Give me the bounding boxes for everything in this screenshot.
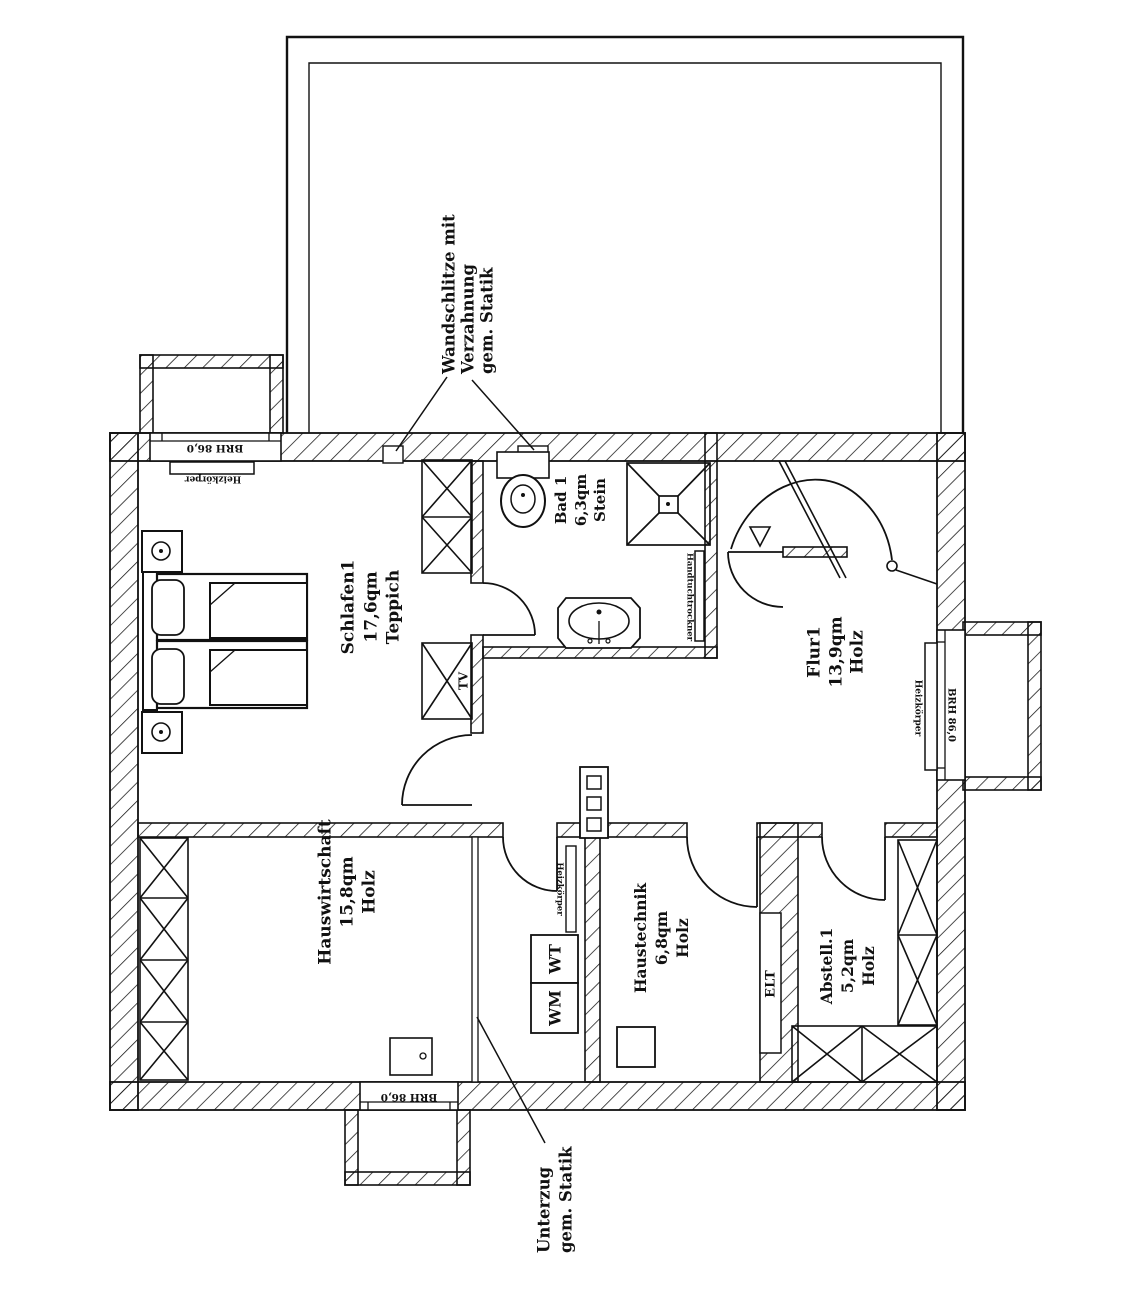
toilet (500, 474, 546, 528)
light-well-right (962, 621, 1042, 791)
hw-fixture (389, 1037, 433, 1076)
room-label-haustechnik-floor: Holz (673, 918, 692, 958)
door-hauswirtschaft (502, 836, 558, 892)
stairs (730, 460, 938, 585)
chimney (579, 766, 609, 839)
window-hauswirtschaft (359, 1081, 459, 1111)
wt-label: WT (546, 944, 565, 975)
blanket (209, 649, 308, 706)
radiator-niche (565, 845, 577, 933)
window-flur (936, 629, 966, 781)
annotation-leaders (395, 376, 546, 1144)
door-haustechnik (686, 836, 758, 908)
room-label-bad1-floor: Stein (591, 478, 609, 522)
room-label-hauswirtschaft-name: Hauswirtschaft (316, 819, 336, 965)
room-label-abstell1-area: 5,2qm (838, 938, 857, 993)
room-label-hauswirtschaft-area: 15,8qm (338, 856, 358, 927)
room-label-abstell1-floor: Holz (859, 946, 878, 986)
utility-fixtures (139, 642, 938, 1083)
room-label-flur1-name: Flur1 (805, 626, 825, 678)
radiator-flur (924, 642, 938, 771)
room-label-schlafen1-area: 17,6qm (362, 571, 382, 642)
window-sill-label-bottom: BRH 86,0 (381, 1091, 438, 1103)
equipment-box (616, 1026, 656, 1068)
light-well-top-left (139, 354, 284, 434)
annotation-wandschlitze-line1: Wandschlitze mit (440, 214, 459, 375)
shower (626, 462, 711, 546)
window-sill-label-top: BRH 86,0 (187, 442, 244, 454)
blanket (209, 582, 308, 639)
door-schlafen (401, 734, 473, 806)
interior-walls (137, 432, 938, 1083)
room-label-hauswirtschaft-floor: Holz (360, 870, 380, 914)
light-well-bottom (344, 1109, 471, 1186)
room-label-bad1-area: 6,3qm (572, 474, 590, 527)
elt-label: ELT (764, 970, 779, 998)
room-label-abstell1-name: Abstell.1 (817, 928, 836, 1006)
wm-label: WM (546, 990, 565, 1027)
wardrobe-shaft (421, 459, 473, 574)
room-label-schlafen1-floor: Teppich (384, 570, 404, 644)
room-label-schlafen1-name: Schlafen1 (339, 560, 359, 655)
elt-panel (759, 912, 782, 1054)
radiator-label-niche: Heizkörper (555, 862, 566, 916)
window-bedroom (149, 432, 282, 462)
dryer-box (530, 934, 579, 984)
towel-radiator (694, 550, 705, 642)
hw-shelves (139, 837, 189, 1081)
abstell-shelves (791, 839, 938, 1083)
doors (401, 551, 886, 908)
tv-board (421, 642, 473, 720)
tv-label: TV (457, 671, 471, 690)
room-label-flur1-floor: Holz (848, 630, 868, 674)
unterzug-beam-line (471, 836, 479, 1083)
door-bad (482, 582, 536, 636)
room-label-bad1-name: Bad 1 (552, 476, 570, 525)
room-label-flur1-area: 13,9qm (827, 616, 847, 687)
pillow (151, 648, 185, 705)
radiator-label-bedroom: Heizkörper (184, 474, 241, 485)
annotation-unterzug-line1: Unterzug (535, 1166, 554, 1253)
bath-fixtures (500, 462, 711, 649)
wall-slots (382, 445, 550, 479)
annotation-wandschlitze-line2: Verzahnung (459, 263, 478, 375)
radiator-bedroom (169, 461, 255, 475)
handtuchtrockner-label: Handtuchtrockner (685, 553, 695, 642)
annotation-wandschlitze-line3: gem. Statik (478, 267, 497, 374)
room-label-haustechnik-area: 6,8qm (652, 910, 671, 965)
labels: Schlafen1 17,6qm Teppich Bad 1 6,3qm Ste… (184, 214, 956, 1253)
washer-box (530, 982, 579, 1034)
window-sill-label-right: BRH 86,0 (946, 688, 957, 742)
terrace-outline (285, 35, 965, 433)
door-abstell (821, 836, 886, 901)
wc-ledge (496, 451, 550, 479)
nightstand (141, 530, 183, 573)
pillow (151, 579, 185, 636)
washbasin (557, 597, 641, 649)
annotation-unterzug-line2: gem. Statik (557, 1146, 576, 1253)
door-treppe (727, 551, 784, 608)
bedroom-furniture (141, 459, 473, 754)
stair-direction-arrow (748, 526, 772, 548)
radiator-label-flur: Heizkörper (913, 680, 924, 737)
nightstand (141, 711, 183, 754)
room-label-haustechnik-name: Haustechnik (631, 883, 650, 994)
light-wells (139, 354, 1042, 1186)
windows (149, 432, 966, 1111)
